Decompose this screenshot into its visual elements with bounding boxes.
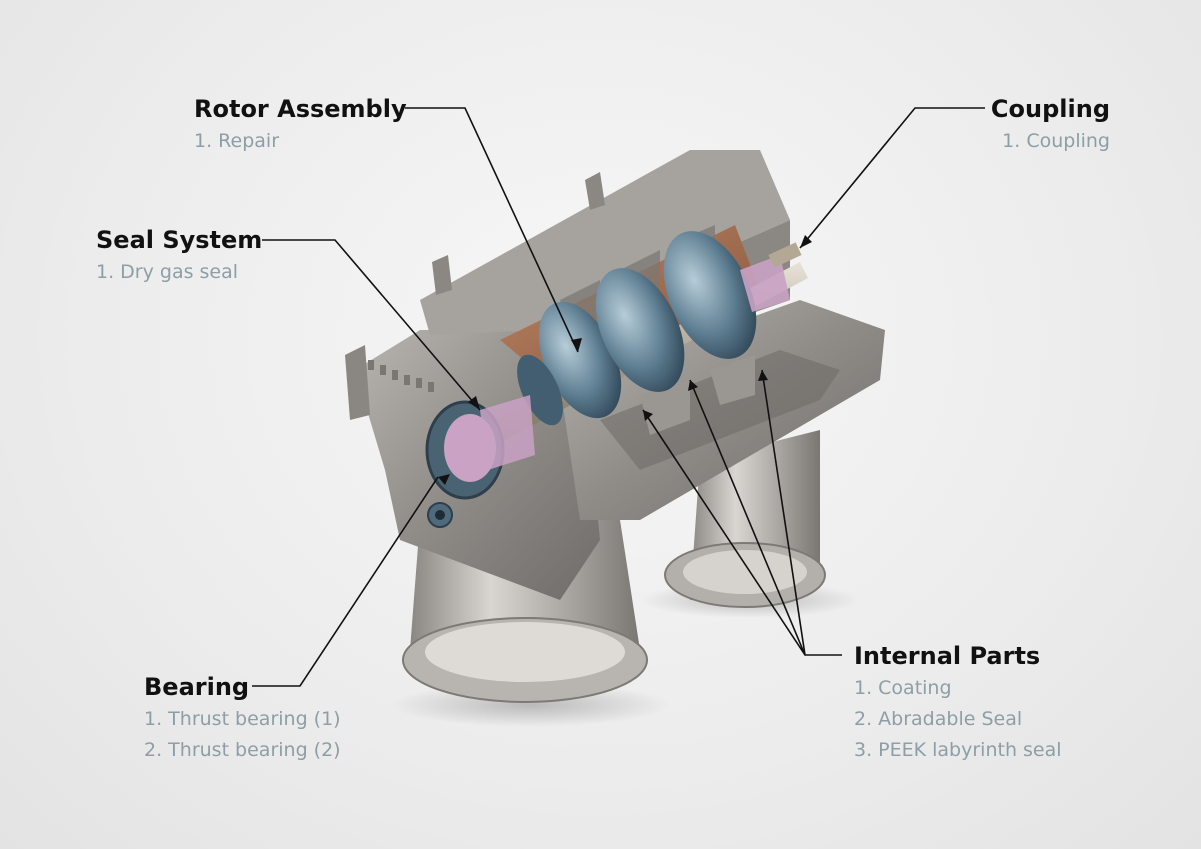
label-rotor-assembly: Rotor Assembly 1. Repair <box>194 94 407 157</box>
label-coupling: Coupling 1. Coupling <box>980 94 1110 157</box>
internal-parts-item-3: 3. PEEK labyrinth seal <box>854 739 1062 761</box>
bearing-title: Bearing <box>144 673 250 701</box>
label-seal-system: Seal System 1. Dry gas seal <box>96 225 262 288</box>
rotor-assembly-title: Rotor Assembly <box>194 95 407 123</box>
bearing-item-1: 1. Thrust bearing (1) <box>144 708 341 730</box>
seal-system-item-1: 1. Dry gas seal <box>96 261 239 283</box>
rotor-assembly-item-1: 1. Repair <box>194 130 279 152</box>
internal-parts-item-1: 1. Coating <box>854 677 952 699</box>
coupling-item-1: 1. Coupling <box>1002 130 1110 152</box>
internal-parts-title: Internal Parts <box>854 642 1041 670</box>
label-bearing: Bearing 1. Thrust bearing (1) 2. Thrust … <box>144 672 341 766</box>
label-internal-parts: Internal Parts 1. Coating 2. Abradable S… <box>854 641 1062 766</box>
internal-parts-item-2: 2. Abradable Seal <box>854 708 1023 730</box>
seal-system-title: Seal System <box>96 226 263 254</box>
coupling-title: Coupling <box>990 95 1110 123</box>
bearing-item-2: 2. Thrust bearing (2) <box>144 739 341 761</box>
